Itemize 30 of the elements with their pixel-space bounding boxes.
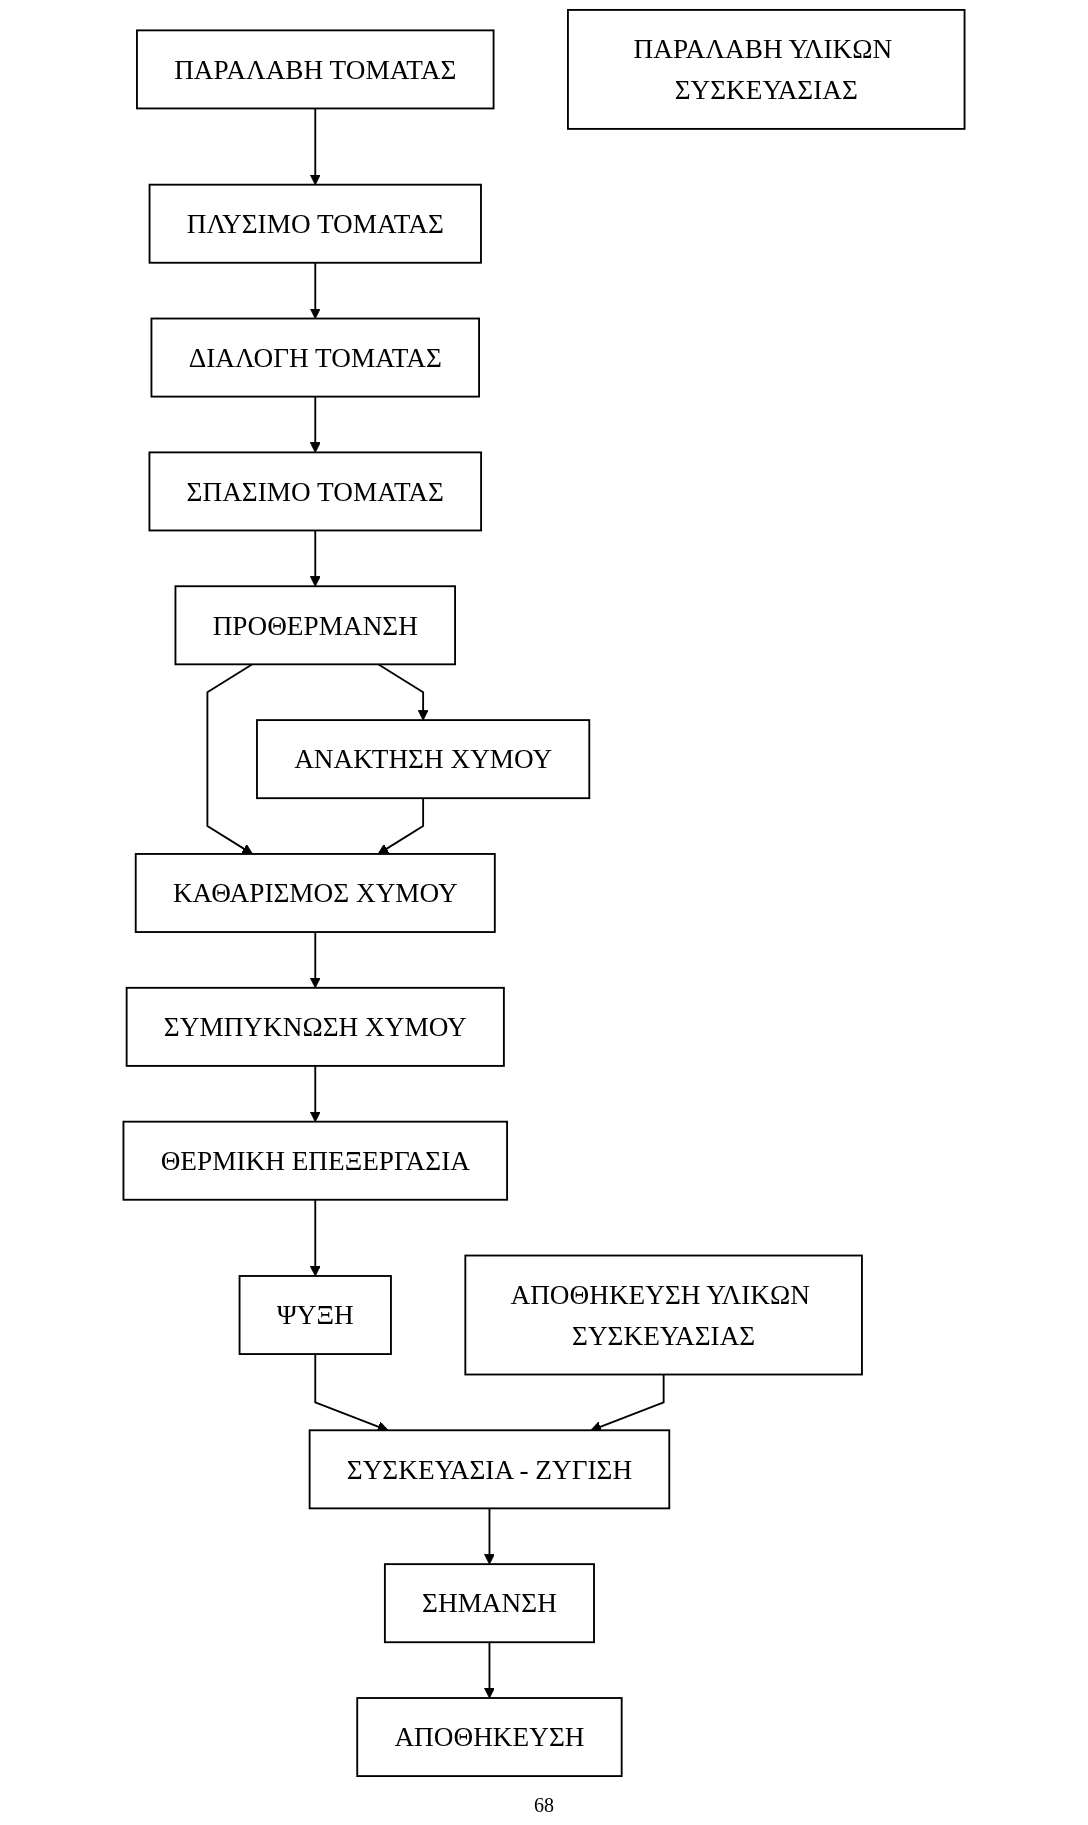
node-box: ΠΛΥΣΙΜΟ ΤΟΜΑΤΑΣ [148,183,482,264]
node-box: ΣΥΣΚΕΥΑΣΙΑ - ΖΥΓΙΣΗ [308,1429,671,1510]
node-box: ΣΗΜΑΝΣΗ [383,1563,595,1644]
arrow [309,1064,321,1123]
node-box: ΣΠΑΣΙΜΟ ΤΟΜΑΤΑΣ [148,451,482,532]
arrow [484,1641,495,1699]
arrow [309,529,321,587]
node-box: ΣΥΜΠΥΚΝΩΣΗ ΧΥΜΟΥ [125,986,505,1067]
page-number: 68 [534,1794,554,1817]
node-box: ΘΕΡΜΙΚΗ ΕΠΕΞΕΡΓΑΣΙΑ [122,1120,508,1201]
node-box: ΑΝΑΚΤΗΣΗ ΧΥΜΟΥ [256,719,591,800]
arrow [309,1198,321,1277]
arrow [309,931,321,989]
arrow [590,1373,665,1432]
arrow [377,663,429,721]
node-box: ΠΑΡΑΛΑΒΗ ΥΛΙΚΩΝ ΣΥΣΚΕΥΑΣΙΑΣ [567,9,966,130]
node-box: ΑΠΟΘΗΚΕΥΣΗ [356,1697,623,1777]
arrow [206,663,254,855]
arrow [309,107,321,186]
node-box: ΚΑΘΑΡΙΣΜΟΣ ΧΥΜΟΥ [134,853,496,933]
arrow [309,261,321,320]
node-box: ΔΙΑΛΟΓΗ ΤΟΜΑΤΑΣ [150,317,480,398]
node-box: ΑΠΟΘΗΚΕΥΣΗ ΥΛΙΚΩΝ ΣΥΣΚΕΥΑΣΙΑΣ [464,1254,863,1376]
arrow [309,395,321,453]
node-box: ΠΑΡΑΛΑΒΗ ΤΟΜΑΤΑΣ [136,29,495,110]
arrow [484,1507,495,1565]
node-box: ΨΥΞΗ [238,1275,392,1355]
arrow [314,1353,389,1432]
arrow [377,797,425,855]
node-box: ΠΡΟΘΕΡΜΑΝΣΗ [174,585,456,666]
